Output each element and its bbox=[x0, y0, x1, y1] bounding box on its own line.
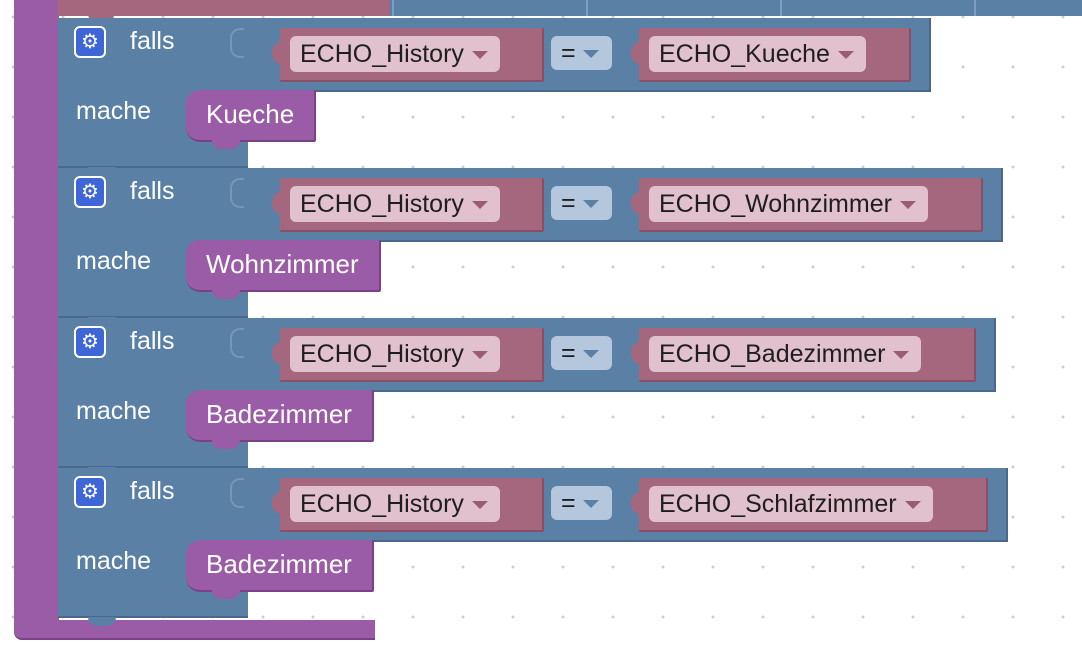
compare-block[interactable]: ECHO_History = ECHO_Wohnzimmer bbox=[246, 168, 1003, 242]
variable-dropdown[interactable]: ECHO_History bbox=[290, 486, 500, 522]
top-variable-block[interactable] bbox=[58, 0, 390, 16]
procedure-call-block[interactable]: Kueche bbox=[186, 90, 317, 149]
if-label: falls bbox=[130, 327, 175, 355]
if-label: falls bbox=[130, 27, 175, 55]
variable-name: ECHO_Kueche bbox=[659, 40, 830, 68]
variable-name: ECHO_Schlafzimmer bbox=[659, 490, 897, 518]
strip-divider bbox=[586, 0, 588, 16]
block-connector bbox=[212, 290, 240, 299]
block-connector bbox=[631, 492, 641, 514]
operator-symbol: = bbox=[561, 39, 576, 67]
chevron-down-icon bbox=[471, 351, 488, 359]
variable-name: ECHO_Badezimmer bbox=[659, 340, 886, 368]
strip-divider bbox=[974, 0, 976, 16]
chevron-down-icon bbox=[582, 350, 599, 358]
variable-block[interactable]: ECHO_Badezimmer bbox=[631, 328, 976, 382]
variable-dropdown[interactable]: ECHO_Badezimmer bbox=[649, 336, 922, 372]
variable-dropdown[interactable]: ECHO_Kueche bbox=[649, 36, 866, 72]
condition-socket bbox=[230, 328, 244, 358]
do-label: mache bbox=[76, 247, 152, 275]
chevron-down-icon bbox=[471, 201, 488, 209]
variable-block[interactable]: ECHO_History bbox=[272, 28, 544, 82]
procedure-frame[interactable] bbox=[14, 0, 59, 640]
variable-block[interactable]: ECHO_Wohnzimmer bbox=[631, 178, 983, 232]
if-label: falls bbox=[130, 477, 175, 505]
variable-block[interactable]: ECHO_Kueche bbox=[631, 28, 911, 82]
block-connector bbox=[631, 192, 641, 214]
block-connector bbox=[631, 42, 641, 64]
condition-socket bbox=[230, 28, 244, 58]
strip-divider bbox=[392, 0, 394, 16]
variable-name: ECHO_History bbox=[300, 340, 464, 368]
condition-socket bbox=[230, 178, 244, 208]
operator-dropdown[interactable]: = bbox=[551, 336, 612, 370]
block-connector bbox=[212, 590, 240, 599]
operator-symbol: = bbox=[561, 189, 576, 217]
variable-dropdown[interactable]: ECHO_History bbox=[290, 336, 500, 372]
block-connector bbox=[272, 42, 282, 64]
top-block-strip[interactable] bbox=[58, 0, 1082, 16]
gear-icon[interactable]: ⚙ bbox=[74, 326, 106, 358]
variable-dropdown[interactable]: ECHO_Wohnzimmer bbox=[649, 186, 928, 222]
procedure-name: Badezimmer bbox=[206, 399, 352, 429]
block-connector bbox=[272, 492, 282, 514]
do-label: mache bbox=[76, 547, 152, 575]
chevron-down-icon bbox=[904, 501, 921, 509]
chevron-down-icon bbox=[582, 50, 599, 58]
procedure-call-block[interactable]: Badezimmer bbox=[186, 540, 374, 599]
block-connector bbox=[631, 342, 641, 364]
procedure-name: Kueche bbox=[206, 99, 295, 129]
operator-symbol: = bbox=[561, 339, 576, 367]
variable-block[interactable]: ECHO_Schlafzimmer bbox=[631, 478, 988, 532]
chevron-down-icon bbox=[837, 51, 854, 59]
block-connector bbox=[272, 192, 282, 214]
operator-dropdown[interactable]: = bbox=[551, 486, 612, 520]
if-label: falls bbox=[130, 177, 175, 205]
compare-block[interactable]: ECHO_History = ECHO_Schlafzimmer bbox=[246, 468, 1008, 542]
procedure-call-block[interactable]: Wohnzimmer bbox=[186, 240, 381, 299]
compare-block[interactable]: ECHO_History = ECHO_Badezimmer bbox=[246, 318, 996, 392]
chevron-down-icon bbox=[582, 200, 599, 208]
variable-block[interactable]: ECHO_History bbox=[272, 478, 544, 532]
variable-name: ECHO_Wohnzimmer bbox=[659, 190, 892, 218]
variable-dropdown[interactable]: ECHO_History bbox=[290, 36, 500, 72]
chevron-down-icon bbox=[582, 500, 599, 508]
operator-symbol: = bbox=[561, 489, 576, 517]
chevron-down-icon bbox=[899, 201, 916, 209]
variable-name: ECHO_History bbox=[300, 40, 464, 68]
block-connector bbox=[88, 617, 116, 626]
variable-block[interactable]: ECHO_History bbox=[272, 178, 544, 232]
procedure-frame-footer bbox=[14, 620, 375, 640]
variable-name: ECHO_History bbox=[300, 190, 464, 218]
operator-dropdown[interactable]: = bbox=[551, 36, 612, 70]
chevron-down-icon bbox=[471, 501, 488, 509]
chevron-down-icon bbox=[471, 51, 488, 59]
chevron-down-icon bbox=[893, 351, 910, 359]
gear-icon[interactable]: ⚙ bbox=[74, 26, 106, 58]
block-connector bbox=[212, 140, 240, 149]
do-label: mache bbox=[76, 397, 152, 425]
condition-socket bbox=[230, 478, 244, 508]
compare-block[interactable]: ECHO_History = ECHO_Kueche bbox=[246, 18, 931, 92]
procedure-call-block[interactable]: Badezimmer bbox=[186, 390, 374, 449]
strip-divider bbox=[780, 0, 782, 16]
procedure-name: Wohnzimmer bbox=[206, 249, 359, 279]
gear-icon[interactable]: ⚙ bbox=[74, 176, 106, 208]
block-connector bbox=[212, 440, 240, 449]
do-label: mache bbox=[76, 97, 152, 125]
variable-dropdown[interactable]: ECHO_Schlafzimmer bbox=[649, 486, 933, 522]
variable-dropdown[interactable]: ECHO_History bbox=[290, 186, 500, 222]
variable-block[interactable]: ECHO_History bbox=[272, 328, 544, 382]
procedure-name: Badezimmer bbox=[206, 549, 352, 579]
operator-dropdown[interactable]: = bbox=[551, 186, 612, 220]
block-connector bbox=[272, 342, 282, 364]
variable-name: ECHO_History bbox=[300, 490, 464, 518]
gear-icon[interactable]: ⚙ bbox=[74, 476, 106, 508]
